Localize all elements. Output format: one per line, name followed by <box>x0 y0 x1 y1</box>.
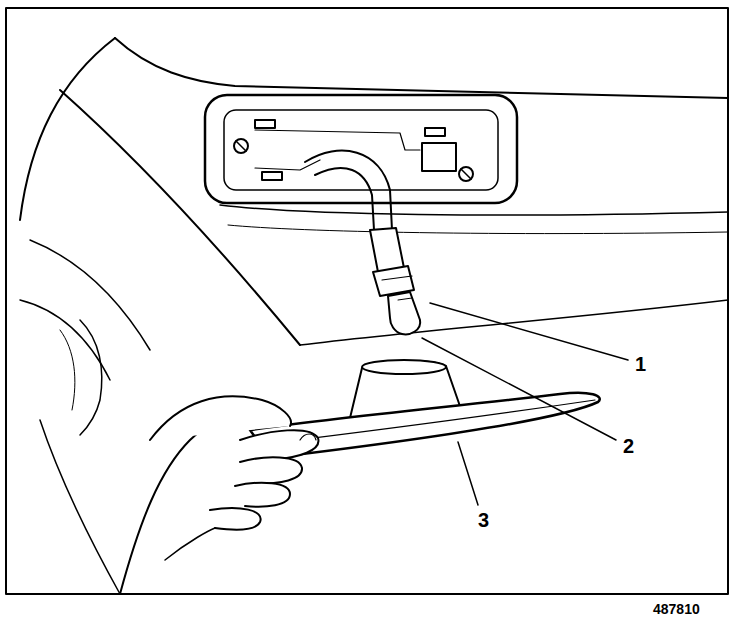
screw <box>234 139 248 153</box>
callout-number: 2 <box>621 435 636 457</box>
panel-edge <box>115 38 728 98</box>
lamp-boss-top <box>362 360 446 374</box>
tire <box>60 330 75 410</box>
finger <box>235 483 290 507</box>
clip-slot <box>425 128 445 136</box>
lamp-opening <box>205 95 517 203</box>
panel-crease <box>228 225 728 234</box>
panel-crease <box>220 205 728 215</box>
finger <box>240 430 318 460</box>
lamp-opening-inner <box>224 110 498 190</box>
callout-number: 3 <box>476 509 491 531</box>
wire <box>305 151 392 230</box>
leader-line <box>422 338 616 440</box>
screw <box>459 167 473 181</box>
finger <box>210 508 261 530</box>
figure-number: 487810 <box>651 601 702 617</box>
fender-line <box>60 90 300 345</box>
fender-edge <box>20 38 115 220</box>
leader-line <box>430 303 628 360</box>
panel-lower-edge <box>300 300 728 345</box>
leader-line <box>458 442 478 505</box>
frame-border <box>6 8 728 594</box>
socket <box>370 228 404 272</box>
connector-block <box>422 143 456 171</box>
tire <box>80 320 102 435</box>
finger <box>240 457 302 484</box>
callout-number: 1 <box>633 353 648 375</box>
bulb <box>388 292 420 334</box>
clip-slot <box>255 120 275 128</box>
wheel-arch <box>20 300 110 380</box>
wire <box>315 168 374 230</box>
clip-slot <box>262 172 282 180</box>
tire <box>40 420 120 594</box>
